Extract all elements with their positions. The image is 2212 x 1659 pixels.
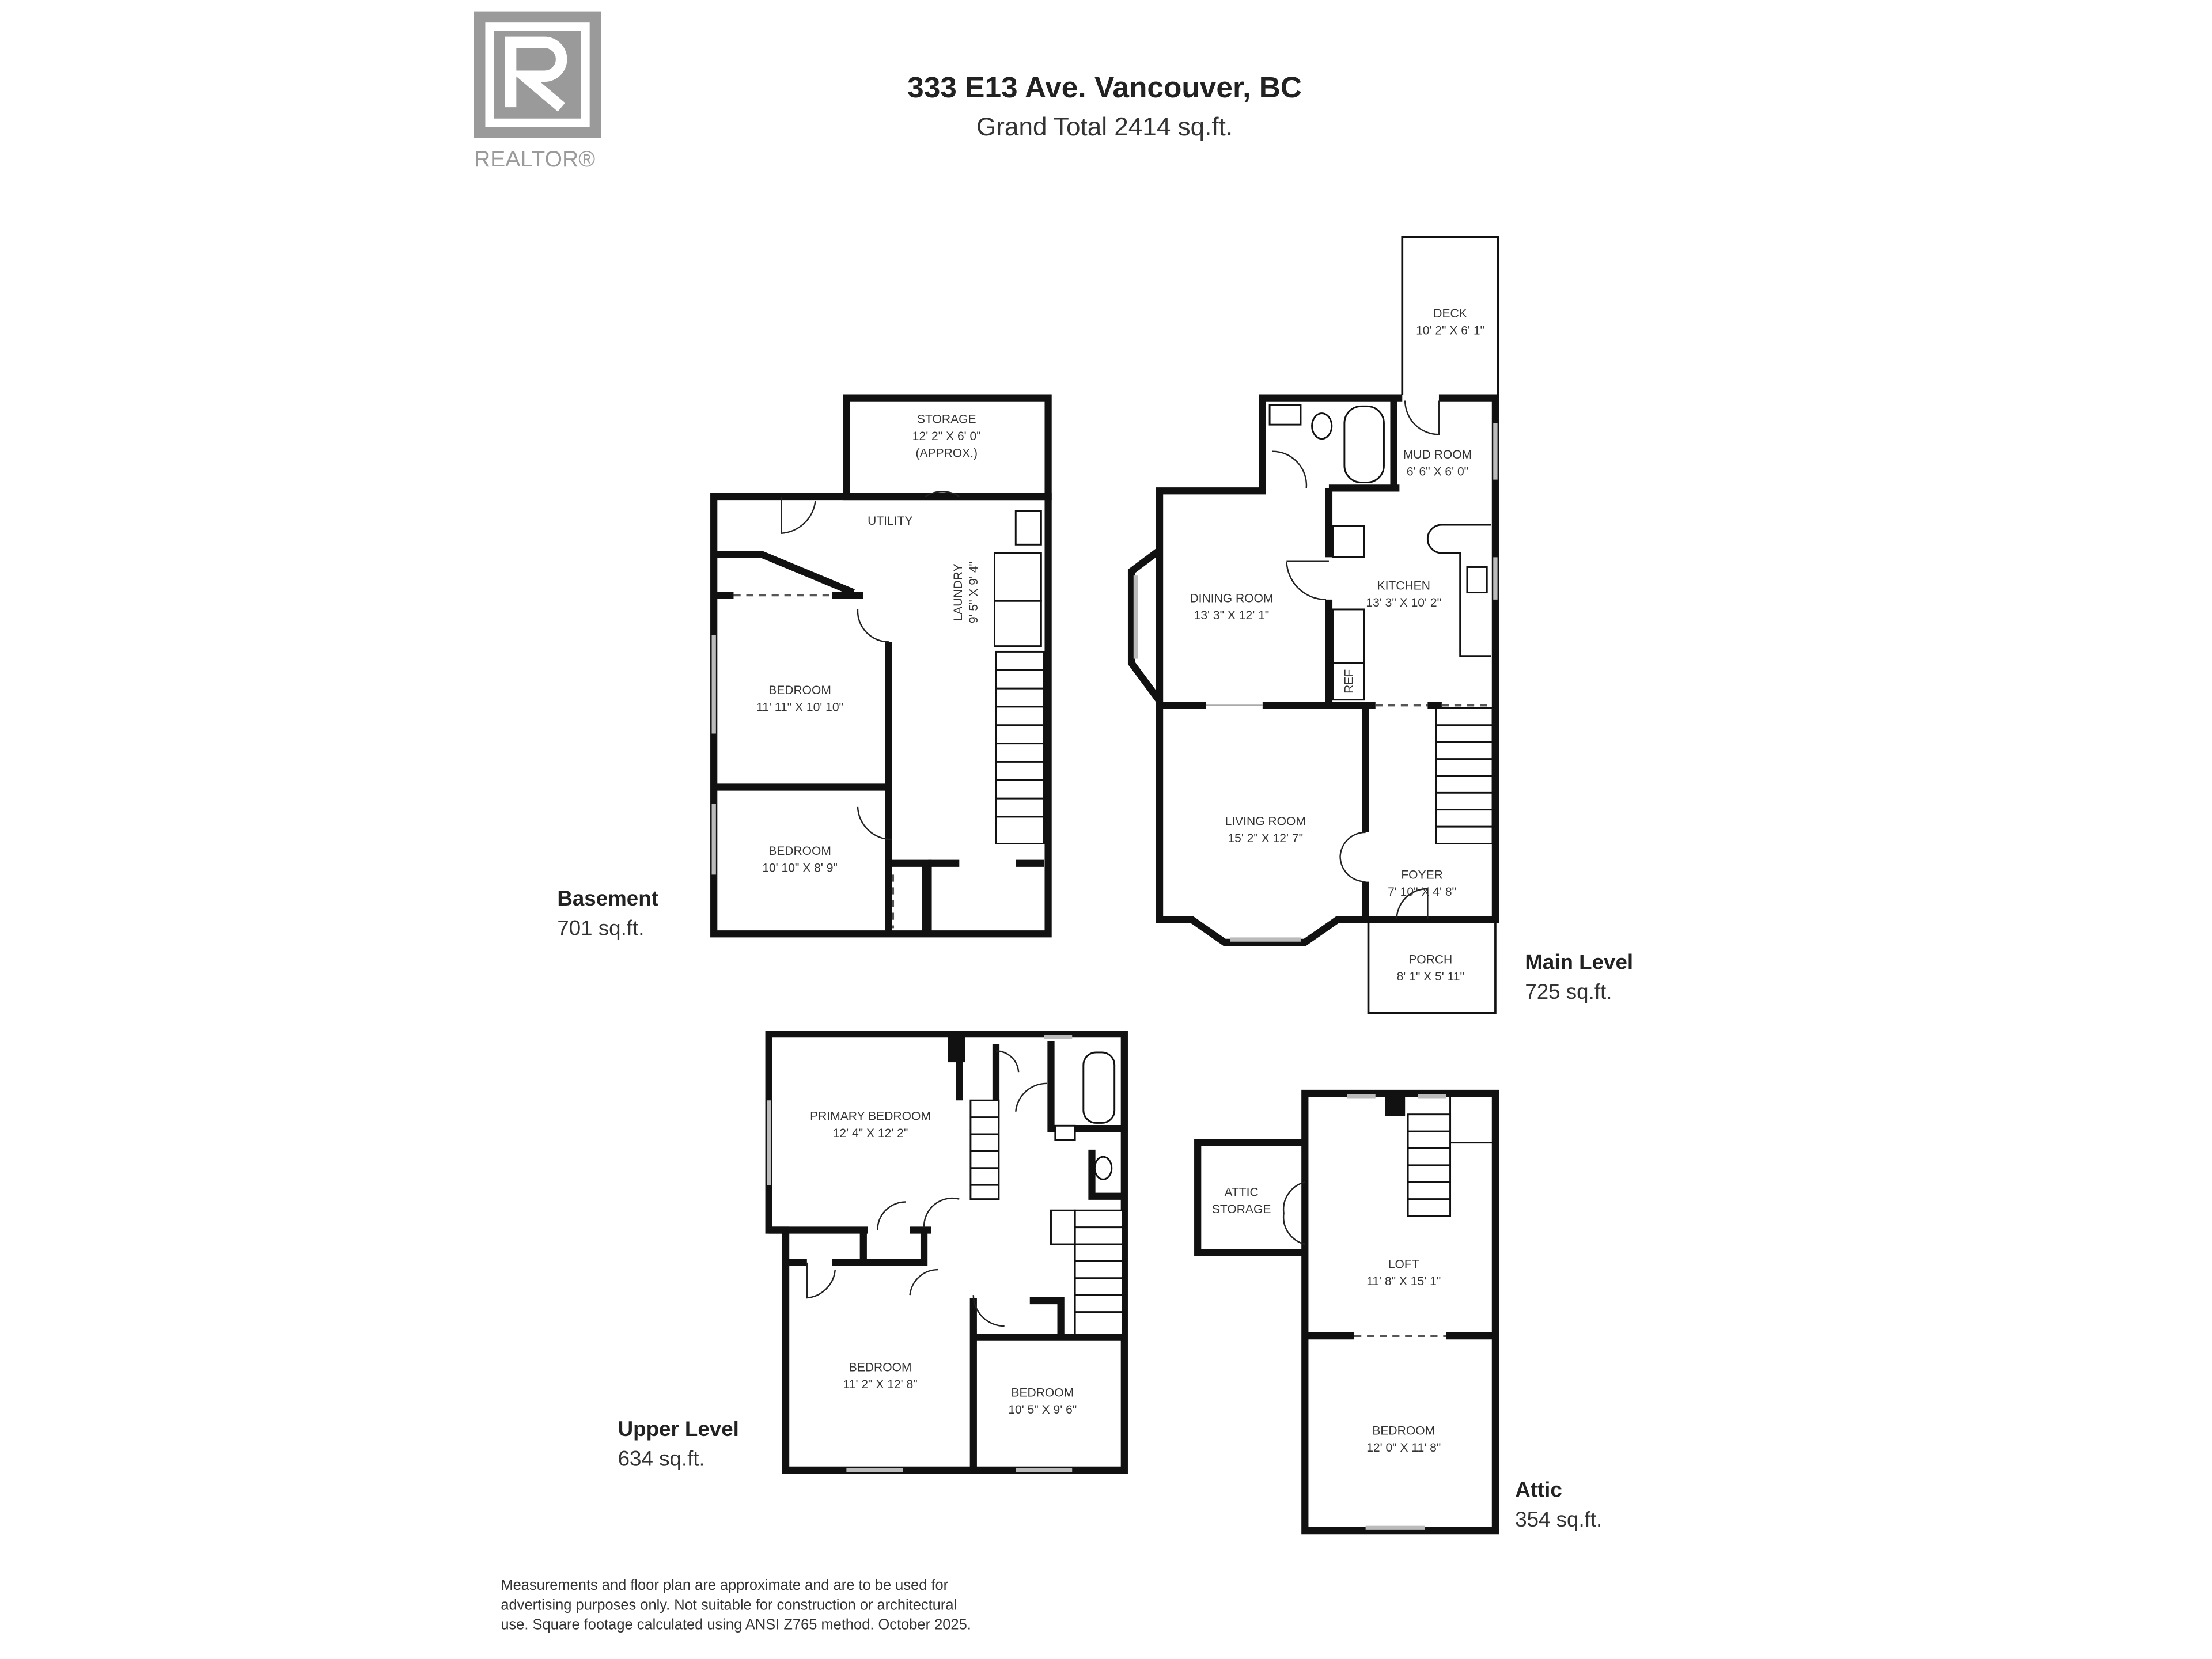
sink-icon — [1268, 404, 1302, 426]
storage-note: (APPROX.) — [915, 446, 978, 460]
deck-label: DECK — [1433, 307, 1467, 320]
sink-icon — [1014, 510, 1042, 546]
stove-icon — [1332, 525, 1365, 558]
disclaimer-line: use. Square footage calculated using ANS… — [501, 1617, 971, 1633]
porch-dims: 8' 1" X 5' 11" — [1397, 970, 1464, 983]
upper-level-area: 634 sq.ft. — [618, 1446, 705, 1470]
laundry-label: LAUNDRY — [952, 563, 965, 621]
realtor-logo: REALTOR® — [474, 11, 601, 172]
utility-label: UTILITY — [868, 514, 912, 528]
washer-icon — [994, 552, 1042, 602]
main-level-title: Main Level — [1525, 950, 1633, 974]
bedroom-dims: 10' 5" X 9' 6" — [1008, 1403, 1077, 1416]
porch-label: PORCH — [1408, 953, 1452, 967]
laundry-dims: 9' 5" X 9' 4" — [967, 562, 980, 623]
bedroom-label: BEDROOM — [849, 1361, 912, 1374]
bedroom-label: BEDROOM — [768, 684, 831, 697]
storage-label: STORAGE — [917, 413, 976, 426]
page-title: 333 E13 Ave. Vancouver, BC — [907, 70, 1302, 104]
living-room-dims: 15' 2" X 12' 7" — [1228, 832, 1303, 845]
stairs-icon — [995, 650, 1045, 844]
upper-level-title: Upper Level — [618, 1417, 739, 1441]
toilet-icon — [1311, 412, 1333, 440]
toilet-icon — [1093, 1156, 1113, 1180]
stairs-icon — [969, 1099, 1000, 1200]
main-level-area: 725 sq.ft. — [1525, 980, 1612, 1003]
bathtub-icon — [1082, 1051, 1116, 1124]
bedroom-label: BEDROOM — [1011, 1386, 1074, 1399]
stairs-icon — [1435, 707, 1494, 844]
kitchen-label: KITCHEN — [1377, 579, 1430, 593]
dryer-icon — [994, 600, 1042, 647]
realtor-logo-text: REALTOR® — [474, 147, 595, 172]
disclaimer-line: advertising purposes only. Not suitable … — [501, 1597, 957, 1613]
bedroom-dims: 10' 10" X 8' 9" — [762, 861, 838, 874]
upper-level-plan: PRIMARY BEDROOM 12' 4" X 12' 2" BEDROOM … — [765, 1030, 1128, 1474]
attic-storage-label-2: STORAGE — [1212, 1203, 1271, 1216]
kitchen-counter — [1426, 524, 1491, 657]
realtor-r-icon — [505, 36, 567, 112]
bedroom-dims: 12' 0" X 11' 8" — [1366, 1441, 1441, 1455]
stairs-icon — [1407, 1113, 1452, 1217]
kitchen-dims: 13' 3" X 10' 2" — [1366, 596, 1441, 609]
foyer-label: FOYER — [1401, 869, 1443, 882]
bathtub-icon — [1343, 405, 1385, 484]
bedroom-label: BEDROOM — [1372, 1425, 1435, 1438]
mud-room-label: MUD ROOM — [1403, 448, 1472, 461]
bedroom-label: BEDROOM — [768, 844, 831, 858]
refrigerator-label: REF — [1343, 669, 1356, 694]
foyer-dims: 7' 10" X 4' 8" — [1388, 885, 1456, 899]
loft-label: LOFT — [1388, 1258, 1419, 1271]
main-level-plan: DECK 10' 2" X 6' 1" MUD ROOM 6' 6" X 6' … — [1127, 236, 1499, 1014]
primary-bedroom-dims: 12' 4" X 12' 2" — [833, 1127, 908, 1140]
dining-room-label: DINING ROOM — [1190, 592, 1273, 605]
basement-plan: STORAGE 12' 2" X 6' 0" (APPROX.) UTILITY… — [710, 394, 1052, 938]
loft-dims: 11' 8" X 15' 1" — [1366, 1275, 1441, 1288]
primary-bedroom-label: PRIMARY BEDROOM — [810, 1109, 931, 1123]
bedroom-dims: 11' 2" X 12' 8" — [843, 1378, 918, 1391]
mud-room-dims: 6' 6" X 6' 0" — [1407, 465, 1468, 478]
basement-title: Basement — [557, 887, 658, 910]
sink-icon — [1466, 566, 1488, 594]
attic-plan: ATTIC STORAGE LOFT 11' 8" X 15' 1" BEDRO… — [1194, 1089, 1499, 1535]
dining-room-dims: 13' 3" X 12' 1" — [1194, 609, 1270, 622]
grand-total: Grand Total 2414 sq.ft. — [976, 113, 1233, 141]
attic-title: Attic — [1515, 1478, 1562, 1501]
storage-dims: 12' 2" X 6' 0" — [912, 430, 981, 443]
disclaimer-line: Measurements and floor plan are approxim… — [501, 1577, 948, 1593]
living-room-label: LIVING ROOM — [1225, 815, 1306, 828]
bedroom-dims: 11' 11" X 10' 10" — [756, 700, 843, 714]
basement-area: 701 sq.ft. — [557, 916, 644, 940]
stairs-icon — [1050, 1209, 1124, 1336]
attic-storage-label: ATTIC — [1224, 1186, 1258, 1199]
sink-icon — [1054, 1124, 1076, 1141]
attic-area: 354 sq.ft. — [1515, 1508, 1602, 1531]
deck-dims: 10' 2" X 6' 1" — [1416, 324, 1484, 337]
